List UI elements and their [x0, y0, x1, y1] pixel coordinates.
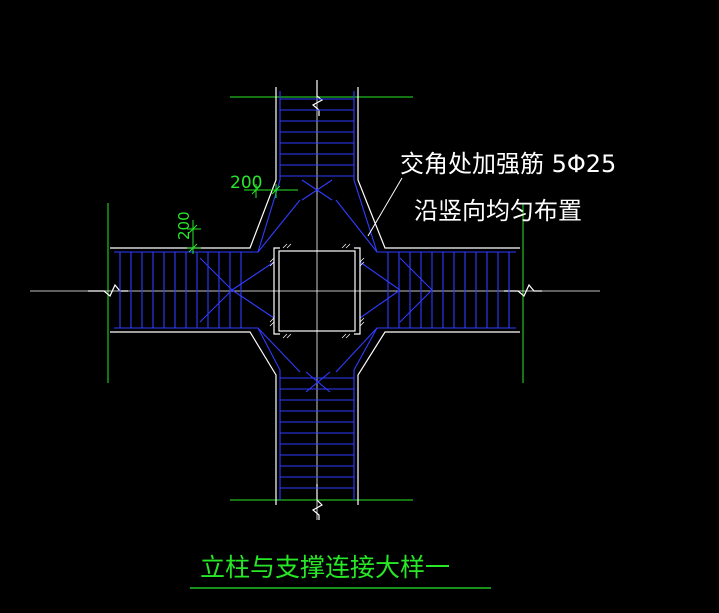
rebar-corner [359, 261, 401, 291]
rebar-corner [335, 327, 378, 373]
rebar-corner [399, 289, 433, 323]
rebar-corner [199, 257, 233, 291]
rebar-corner [335, 199, 378, 253]
rebar-corner [199, 289, 233, 323]
wall-outlines [110, 87, 520, 505]
rebar-corner [399, 257, 433, 291]
annotation-line-2: 沿竖向均匀布置 [414, 197, 582, 225]
rebar-long [353, 91, 516, 253]
dimension-vertical [187, 220, 201, 254]
rebar-corner [301, 179, 333, 201]
annotation-leader [367, 177, 403, 237]
annotation-line-1: 交角处加强筋 5Φ25 [400, 150, 616, 178]
rebar-corner [231, 289, 275, 319]
dimension-horizontal [244, 184, 298, 198]
steel-section-hatch [269, 243, 365, 339]
centerlines [30, 80, 600, 520]
rebar-corner [257, 327, 301, 373]
rebar-long [353, 327, 516, 500]
rebar-corner [257, 199, 301, 253]
dimension-text-horizontal: 200 [230, 173, 262, 193]
rebar-group [114, 91, 516, 500]
steel-section [273, 247, 361, 335]
dimension-text-vertical: 200 [175, 211, 193, 240]
rebar-corner [305, 371, 331, 393]
drawing-title: 立柱与支撑连接大样一 [200, 553, 450, 582]
extension-lines [107, 96, 524, 501]
rebar-corner [231, 261, 275, 291]
rebar-corner [359, 289, 401, 319]
